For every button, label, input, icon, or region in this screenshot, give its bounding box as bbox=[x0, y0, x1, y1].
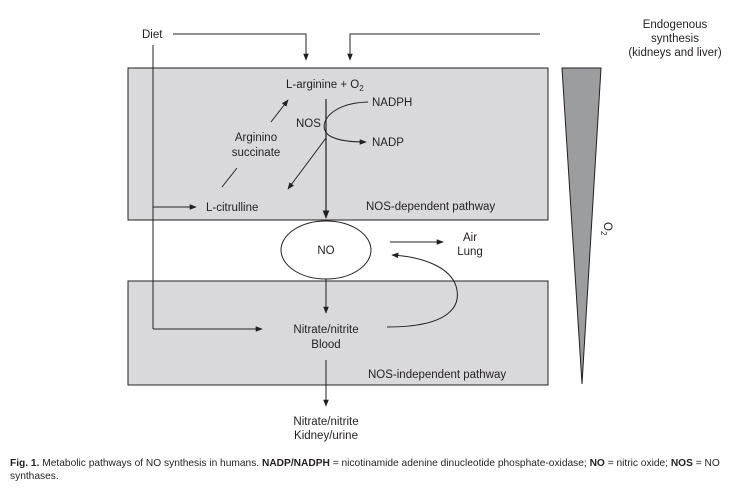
nitrate-blood-line2: Blood bbox=[311, 339, 340, 351]
l-citrulline-label: L-citrulline bbox=[206, 202, 258, 214]
nitrate-blood-line1: Nitrate/nitrite bbox=[293, 324, 358, 336]
caption-abbr-nadp: NADP/NADPH bbox=[261, 458, 330, 469]
argininosuccinate-line1: Arginino bbox=[235, 132, 277, 144]
caption-def-nos: = NO synthases. bbox=[10, 458, 720, 482]
nadph-label: NADPH bbox=[372, 97, 412, 109]
nos-to-citrulline-arrow bbox=[287, 137, 327, 190]
nadph-to-nadp-arrow bbox=[323, 101, 369, 145]
argininosuccinate-line2: succinate bbox=[232, 147, 281, 159]
caption-text: Metabolic pathways of NO synthesis in hu… bbox=[39, 458, 262, 469]
caption-abbr-nos: NOS bbox=[670, 458, 693, 469]
no-pathway-diagram: O2 Diet Endogenous synthesis (kidneys an… bbox=[127, 19, 722, 442]
nos-independent-box bbox=[127, 280, 549, 386]
diet-to-arginine-arrow bbox=[173, 33, 309, 61]
nitrate-urine-line1: Nitrate/nitrite bbox=[293, 416, 358, 428]
nos-dependent-box bbox=[127, 67, 549, 221]
endogenous-label-line3: (kidneys and liver) bbox=[628, 47, 721, 59]
caption-fig-label: Fig. 1. bbox=[10, 458, 40, 469]
diet-label: Diet bbox=[142, 29, 163, 41]
lung-label: Lung bbox=[457, 246, 483, 258]
caption-def-nadp: = nicotinamide adenine dinucleotide phos… bbox=[329, 458, 590, 469]
caption-def-no: = nitric oxide; bbox=[604, 458, 671, 469]
endogenous-to-arginine-arrow bbox=[347, 33, 540, 61]
nos-label: NOS bbox=[296, 118, 321, 130]
endogenous-label-line2: synthesis bbox=[651, 33, 699, 45]
l-arginine-label: L-arginine + O2 bbox=[286, 79, 364, 93]
nos-independent-pathway-label: NOS-independent pathway bbox=[368, 369, 506, 381]
figure-caption: Fig. 1. Metabolic pathways of NO synthes… bbox=[10, 457, 745, 483]
o2-gradient-triangle bbox=[561, 67, 602, 385]
air-label: Air bbox=[463, 232, 477, 244]
nitrate-to-no-curve-arrow bbox=[386, 252, 458, 328]
no-label: NO bbox=[317, 245, 334, 257]
nos-dependent-pathway-label: NOS-dependent pathway bbox=[366, 201, 495, 213]
endogenous-label-line1: Endogenous bbox=[643, 19, 708, 31]
argininosuccinate-to-arginine-arrow bbox=[270, 99, 289, 123]
nadp-label: NADP bbox=[372, 137, 404, 149]
o2-gradient-label: O2 bbox=[599, 222, 613, 236]
caption-abbr-no: NO bbox=[589, 458, 605, 469]
nitrate-urine-line2: Kidney/urine bbox=[294, 430, 358, 442]
citrulline-to-argininosuccinate-line bbox=[221, 167, 238, 188]
